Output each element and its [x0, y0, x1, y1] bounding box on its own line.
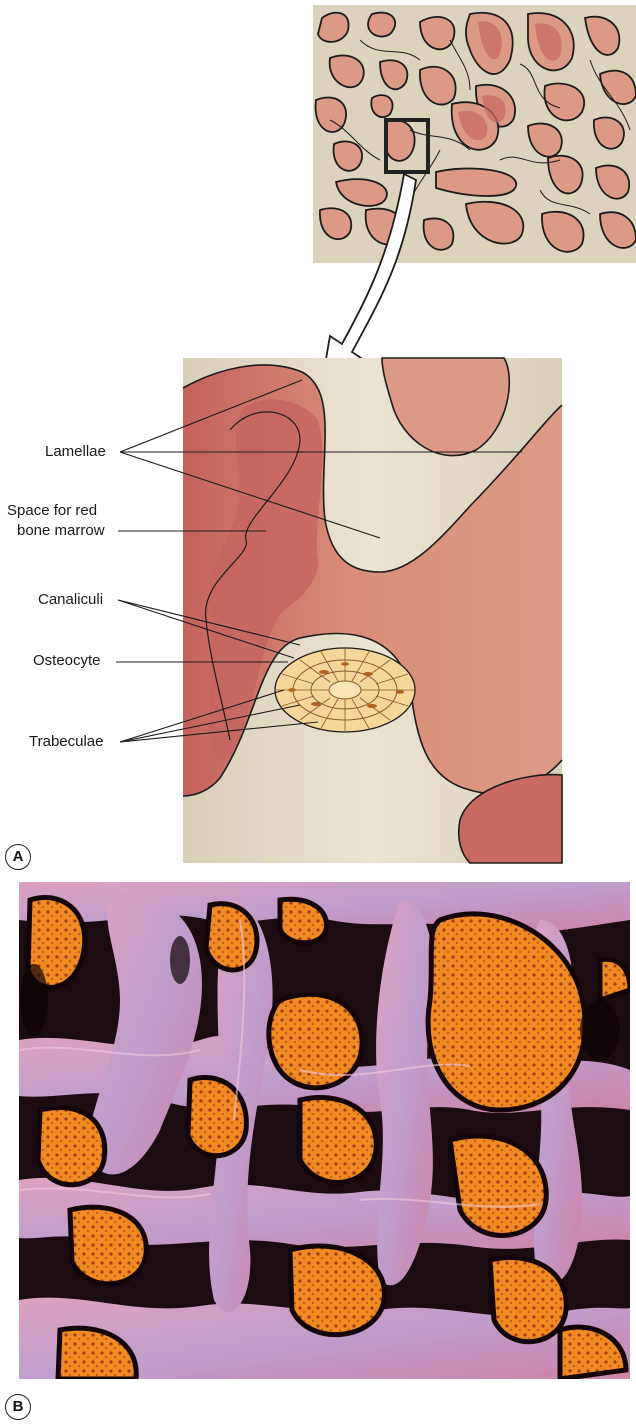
label-space-for-marrow-line2: bone marrow	[17, 522, 105, 540]
osteon-cross-section	[275, 648, 415, 732]
label-space-for-marrow-line1: Space for red	[7, 502, 97, 520]
label-canaliculi: Canaliculi	[38, 591, 103, 609]
label-lamellae: Lamellae	[45, 443, 106, 461]
panel-letter-b: B	[5, 1394, 31, 1420]
panel-letter-a: A	[5, 844, 31, 870]
label-trabeculae: Trabeculae	[29, 733, 104, 751]
label-osteocyte: Osteocyte	[33, 652, 101, 670]
cancellous-bone-micrograph	[19, 882, 630, 1379]
trabecula-enlarged	[183, 358, 562, 863]
cancellous-overview	[313, 5, 636, 263]
